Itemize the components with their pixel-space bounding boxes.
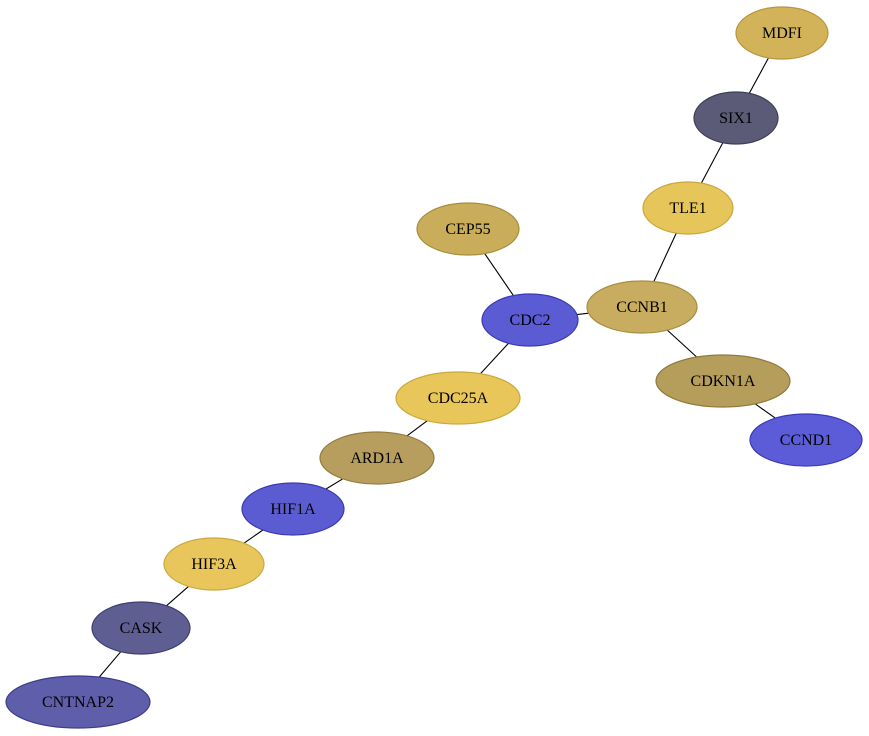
node-shape[interactable] xyxy=(749,413,863,467)
edge-cdkn1a-ccnd1 xyxy=(754,403,776,419)
node-shape[interactable] xyxy=(416,202,520,256)
node-cdc25a[interactable]: CDC25A xyxy=(395,371,521,425)
node-label: CNTNAP2 xyxy=(42,694,114,711)
edge-cask-cntnap2 xyxy=(98,651,122,678)
node-label: CDKN1A xyxy=(691,373,756,390)
edge-cdc25a-ard1a xyxy=(406,420,428,437)
edge-ard1a-hif1a xyxy=(325,478,344,490)
node-label: CASK xyxy=(120,620,163,637)
node-shape[interactable] xyxy=(163,537,265,591)
node-shape[interactable] xyxy=(586,280,698,334)
edge-tle1-ccnb1 xyxy=(653,232,677,282)
node-label: CCND1 xyxy=(780,432,832,449)
edge-cdc2-ccnb1 xyxy=(576,312,589,316)
node-ccnb1[interactable]: CCNB1 xyxy=(586,280,698,334)
node-label: HIF1A xyxy=(270,501,316,518)
edge-cep55-cdc2 xyxy=(484,253,514,296)
node-shape[interactable] xyxy=(241,482,345,536)
node-shape[interactable] xyxy=(395,371,521,425)
node-label: CDC25A xyxy=(428,390,489,407)
node-label: TLE1 xyxy=(669,200,706,217)
node-shape[interactable] xyxy=(735,6,829,60)
node-cdkn1a[interactable]: CDKN1A xyxy=(655,354,791,408)
edge-hif1a-hif3a xyxy=(243,529,264,544)
edge-mdfi-six1 xyxy=(748,57,769,94)
node-label: CEP55 xyxy=(445,221,490,238)
node-hif1a[interactable]: HIF1A xyxy=(241,482,345,536)
node-shape[interactable] xyxy=(319,431,435,485)
edge-ccnb1-cdkn1a xyxy=(666,329,698,358)
node-label: CDC2 xyxy=(510,312,551,329)
node-label: HIF3A xyxy=(191,556,237,573)
node-shape[interactable] xyxy=(91,601,191,655)
node-ccnd1[interactable]: CCND1 xyxy=(749,413,863,467)
node-label: SIX1 xyxy=(719,110,753,127)
node-shape[interactable] xyxy=(655,354,791,408)
edges-layer xyxy=(98,57,776,678)
node-cntnap2[interactable]: CNTNAP2 xyxy=(5,675,151,729)
edge-six1-tle1 xyxy=(700,142,724,184)
edge-hif3a-cask xyxy=(166,585,189,607)
node-label: CCNB1 xyxy=(616,299,668,316)
edge-cdc2-cdc25a xyxy=(479,342,509,375)
node-ard1a[interactable]: ARD1A xyxy=(319,431,435,485)
node-shape[interactable] xyxy=(481,293,579,347)
node-six1[interactable]: SIX1 xyxy=(693,91,779,145)
node-cdc2[interactable]: CDC2 xyxy=(481,293,579,347)
node-cask[interactable]: CASK xyxy=(91,601,191,655)
node-tle1[interactable]: TLE1 xyxy=(642,181,734,235)
node-shape[interactable] xyxy=(693,91,779,145)
node-cep55[interactable]: CEP55 xyxy=(416,202,520,256)
node-label: MDFI xyxy=(762,25,802,42)
node-hif3a[interactable]: HIF3A xyxy=(163,537,265,591)
node-label: ARD1A xyxy=(350,450,404,467)
node-shape[interactable] xyxy=(642,181,734,235)
node-shape[interactable] xyxy=(5,675,151,729)
node-mdfi[interactable]: MDFI xyxy=(735,6,829,60)
